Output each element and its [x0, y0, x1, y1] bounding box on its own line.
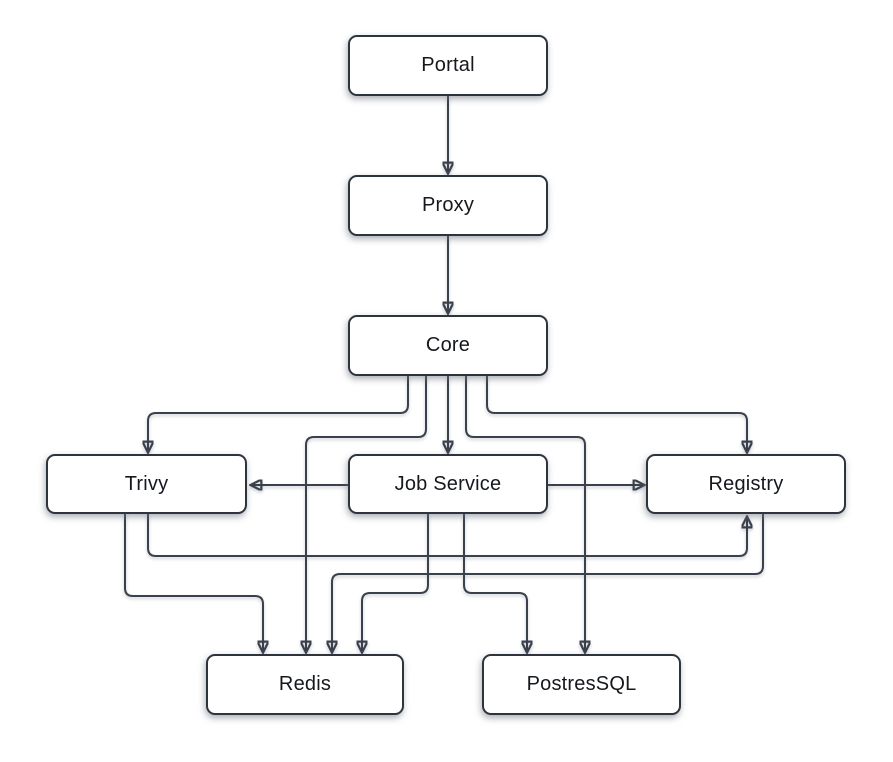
node-core: Core	[348, 315, 548, 376]
edge-trivy-to-redis	[124, 514, 263, 651]
edge-job-service-to-postgres	[463, 514, 527, 651]
node-job-service: Job Service	[348, 454, 548, 514]
edge-core-to-registry	[486, 376, 747, 451]
edge-core-to-trivy	[148, 376, 409, 451]
node-postgres: PostresSQL	[482, 654, 681, 715]
node-portal-label: Portal	[421, 54, 475, 76]
node-registry-label: Registry	[708, 472, 784, 495]
edge-registry-to-redis	[332, 514, 764, 651]
node-registry: Registry	[646, 454, 846, 514]
node-redis: Redis	[206, 654, 404, 715]
node-proxy-label: Proxy	[421, 194, 475, 216]
node-core-label: Core	[425, 334, 471, 356]
edge-core-to-redis	[306, 376, 427, 651]
node-portal: Portal	[348, 35, 548, 96]
node-proxy: Proxy	[348, 175, 548, 236]
edge-job-service-to-redis	[362, 514, 429, 651]
edge-core-to-postgres	[465, 376, 585, 651]
edge-trivy-to-registry	[147, 514, 747, 557]
node-trivy: Trivy	[46, 454, 247, 514]
node-postgres-label: PostresSQL	[526, 673, 637, 695]
node-job-service-label: Job Service	[394, 472, 502, 495]
node-trivy-label: Trivy	[124, 472, 169, 495]
node-redis-label: Redis	[278, 673, 332, 695]
